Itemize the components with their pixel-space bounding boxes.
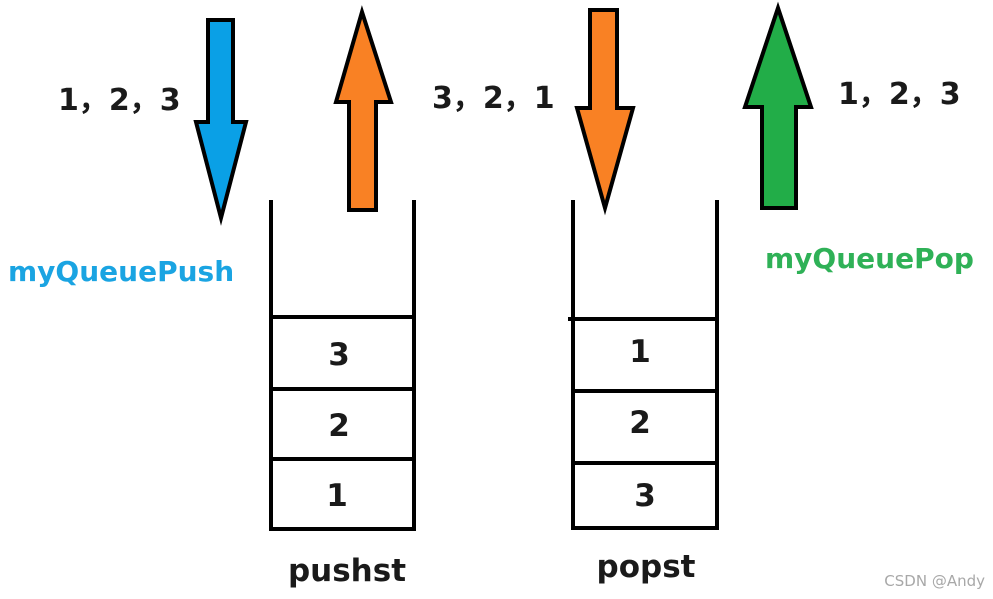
- pushst-cell: 1: [326, 478, 348, 514]
- popst-name: popst: [597, 549, 696, 585]
- pushst-cell: 2: [328, 408, 350, 444]
- push-input-sequence: 1，2，3: [58, 83, 181, 118]
- push-arrow-down-icon: [193, 18, 249, 226]
- pop-output-sequence: 1，2，3: [838, 77, 961, 112]
- transfer-out-arrow-up-icon: [333, 5, 394, 212]
- push-function-label: myQueuePush: [8, 255, 234, 288]
- popst-cell: 2: [629, 405, 651, 441]
- popst-cell: 3: [634, 478, 656, 514]
- pushst-cell: 3: [328, 337, 350, 373]
- transfer-in-arrow-down-icon: [574, 8, 636, 216]
- popst-outline: [571, 200, 719, 530]
- popst-cell: 1: [629, 334, 651, 370]
- pop-function-label: myQueuePop: [765, 242, 974, 275]
- transfer-sequence: 3，2，1: [432, 81, 555, 116]
- pushst-stack: 3 2 1: [269, 200, 416, 531]
- popst-stack: 1 2 3: [568, 200, 719, 530]
- watermark: CSDN @Andy: [884, 572, 985, 590]
- pop-arrow-up-icon: [742, 1, 814, 210]
- pushst-outline: [269, 200, 416, 531]
- pushst-name: pushst: [288, 553, 406, 589]
